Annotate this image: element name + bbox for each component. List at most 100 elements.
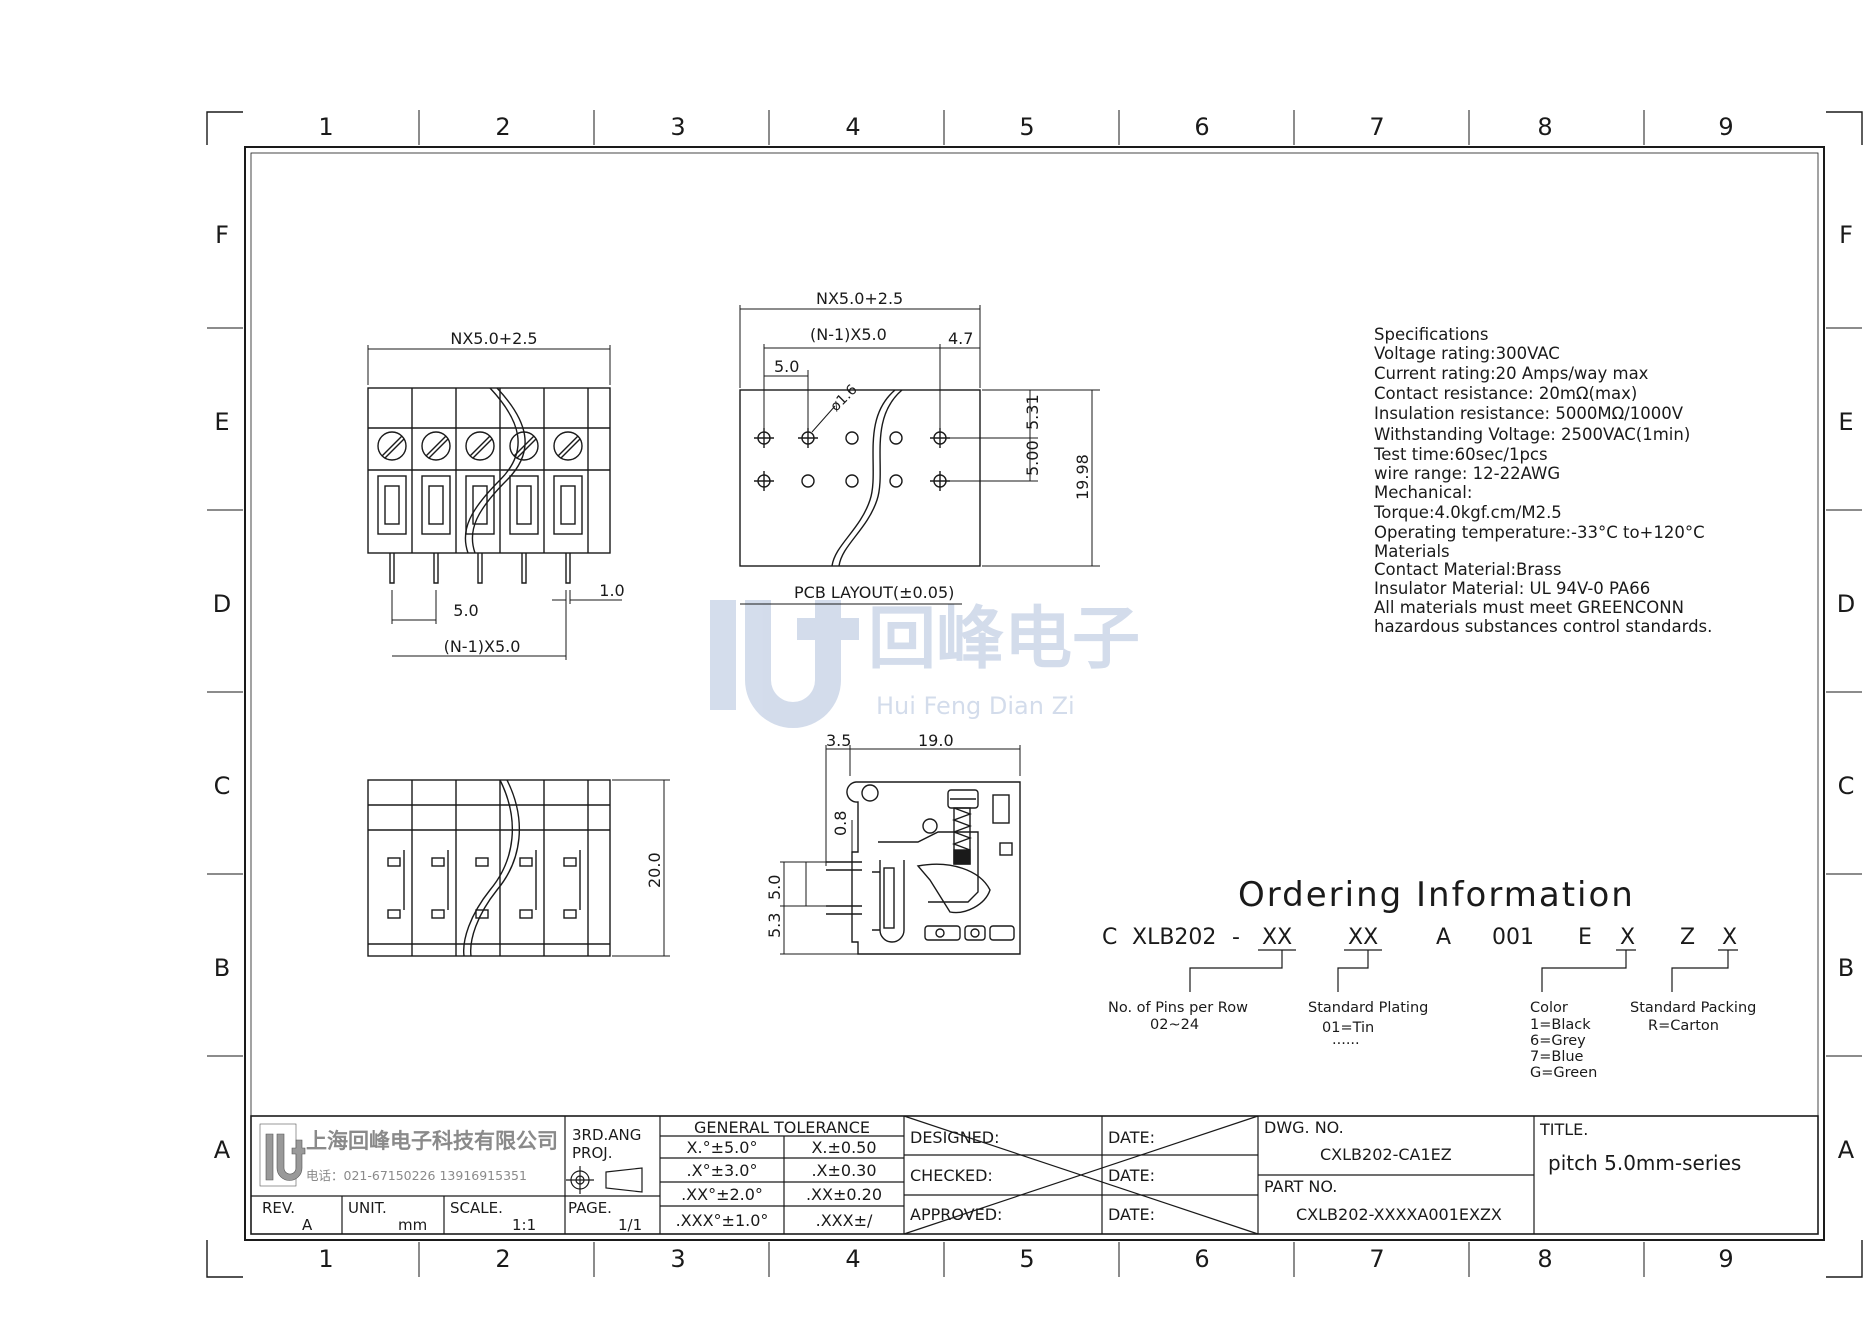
col-label-3-bottom: 3 (670, 1245, 685, 1273)
top-view-dimensions (367, 345, 622, 660)
front-view-body (367, 779, 611, 957)
row-label-a-right: A (1838, 1136, 1855, 1164)
ordering-code: C XLB202 - XX XX A 001 E X Z X (1102, 925, 1737, 950)
top-view-pins (389, 553, 571, 584)
pcb-labels: NX5.0+2.5 (N-1)X5.0 5.0 4.7 ø1.6 5.31 5.… (774, 289, 1092, 602)
col-label-8: 8 (1537, 113, 1552, 141)
code-e: E (1578, 925, 1592, 950)
date-label: DATE: (1108, 1205, 1155, 1224)
col-label-5-bottom: 5 (1019, 1245, 1034, 1273)
row-label-f: F (215, 221, 229, 249)
spec-line: Operating temperature:-33°C to+120°C (1374, 523, 1705, 542)
tolerance-linear: X.±0.50 (811, 1138, 876, 1157)
tolerance-angle: .XX°±2.0° (681, 1185, 763, 1204)
watermark-logo (710, 600, 859, 728)
row-label-b: B (214, 954, 230, 982)
color-label: Color (1530, 1000, 1568, 1016)
tolerance-angle: X.°±5.0° (687, 1138, 758, 1157)
designed-label: DESIGNED: (910, 1128, 1000, 1147)
spec-line: Contact resistance: 20mΩ(max) (1374, 384, 1637, 403)
title-block (250, 1115, 1819, 1235)
spec-line: Insulation resistance: 5000MΩ/1000V (1374, 404, 1684, 423)
pcb-height-dim: 19.98 (1073, 454, 1092, 500)
company-name: 上海回峰电子科技有限公司 (306, 1129, 558, 1153)
spec-line: Withstanding Voltage: 2500VAC(1min) (1374, 425, 1690, 444)
spec-line: Torque:4.0kgf.cm/M2.5 (1373, 503, 1562, 522)
watermark: 回峰电子 Hui Feng Dian Zi (710, 600, 1140, 728)
top-overall-dim: NX5.0+2.5 (450, 329, 537, 348)
spec-line: Current rating:20 Amps/way max (1374, 364, 1649, 383)
ordering-title: Ordering Information (1238, 875, 1635, 915)
spec-line: Mechanical: (1374, 483, 1472, 502)
side-view-clamp (916, 863, 991, 914)
side-dim-5: 5.3 (765, 913, 784, 938)
pcb-holes (754, 428, 950, 491)
spec-line: Voltage rating:300VAC (1374, 344, 1560, 363)
pcb-pitch-dim: 5.0 (774, 357, 799, 376)
col-label-4: 4 (845, 113, 860, 141)
pins-leader (1189, 950, 1283, 992)
general-tolerance-title: GENERAL TOLERANCE (694, 1118, 870, 1137)
row-label-e: E (214, 408, 229, 436)
part-no-label: PART NO. (1264, 1177, 1337, 1196)
col-label-6-bottom: 6 (1194, 1245, 1209, 1273)
pcb-caption: PCB LAYOUT(±0.05) (794, 583, 954, 602)
zone-labels: 1 2 3 4 5 6 7 8 9 1 2 3 4 5 6 7 8 9 F E … (213, 113, 1855, 1273)
top-span-dim: (N-1)X5.0 (444, 637, 521, 656)
col-label-8-bottom: 8 (1537, 1245, 1552, 1273)
signature-cross-2 (903, 1115, 1259, 1235)
date-label: DATE: (1108, 1128, 1155, 1147)
pcb-edge-dim: 4.7 (948, 329, 973, 348)
tolerance-linear: .XX±0.20 (806, 1185, 882, 1204)
spec-line: Specifications (1374, 325, 1489, 344)
spec-line: wire range: 12-22AWG (1374, 464, 1560, 483)
tolerance-angle: .XXX°±1.0° (676, 1211, 769, 1230)
color-option: 6=Grey (1530, 1033, 1586, 1049)
frame-corner-tl (206, 111, 243, 145)
code-c: C (1102, 925, 1117, 950)
col-label-3: 3 (670, 113, 685, 141)
code-a: A (1436, 925, 1451, 950)
code-001: 001 (1492, 925, 1534, 950)
spec-line: hazardous substances control standards. (1374, 617, 1712, 636)
side-dim-4: 5.0 (765, 875, 784, 900)
pcb-dimensions (739, 305, 1100, 605)
front-view-slots (387, 850, 581, 919)
code-z: Z (1680, 925, 1695, 950)
plating-value: 01=Tin (1322, 1020, 1374, 1036)
row-label-c: C (214, 772, 231, 800)
col-label-4-bottom: 4 (845, 1245, 860, 1273)
company-phone: 电话：021-67150226 13916915351 (306, 1168, 527, 1183)
code-dash: - (1232, 925, 1240, 950)
pcb-layout-view (739, 305, 1100, 605)
col-label-2-bottom: 2 (495, 1245, 510, 1273)
scale-value: 1:1 (512, 1216, 536, 1234)
side-view-dimensions (780, 745, 1021, 955)
row-label-c-right: C (1838, 772, 1855, 800)
side-view-screw (947, 789, 979, 865)
watermark-pinyin: Hui Feng Dian Zi (876, 692, 1075, 720)
third-angle-projection-icon (566, 1166, 643, 1194)
tolerance-linear: .XXX±/ (816, 1211, 873, 1230)
ordering-information: Ordering Information C XLB202 - XX XX A … (1102, 875, 1756, 1081)
pins-value: 02~24 (1150, 1017, 1199, 1033)
code-pins: XX (1262, 925, 1292, 950)
frame-corner-br (1826, 1240, 1863, 1278)
col-label-7-bottom: 7 (1369, 1245, 1384, 1273)
side-dim-2: 19.0 (918, 731, 954, 750)
code-series: XLB202 (1132, 925, 1216, 950)
side-view (780, 745, 1021, 955)
col-label-2: 2 (495, 113, 510, 141)
page-value: 1/1 (618, 1216, 642, 1234)
side-dim-3: 0.8 (831, 811, 850, 836)
pcb-span-dim: (N-1)X5.0 (810, 325, 887, 344)
plating-label: Standard Plating (1308, 1000, 1428, 1016)
pcb-dim-a: 5.31 (1023, 394, 1042, 430)
specifications: Specifications Voltage rating:300VAC Cur… (1373, 325, 1712, 636)
date-label: DATE: (1108, 1166, 1155, 1185)
color-option: G=Green (1530, 1065, 1597, 1081)
front-view (367, 779, 670, 957)
pcb-outline (739, 389, 981, 567)
title-label: TITLE. (1539, 1120, 1588, 1139)
